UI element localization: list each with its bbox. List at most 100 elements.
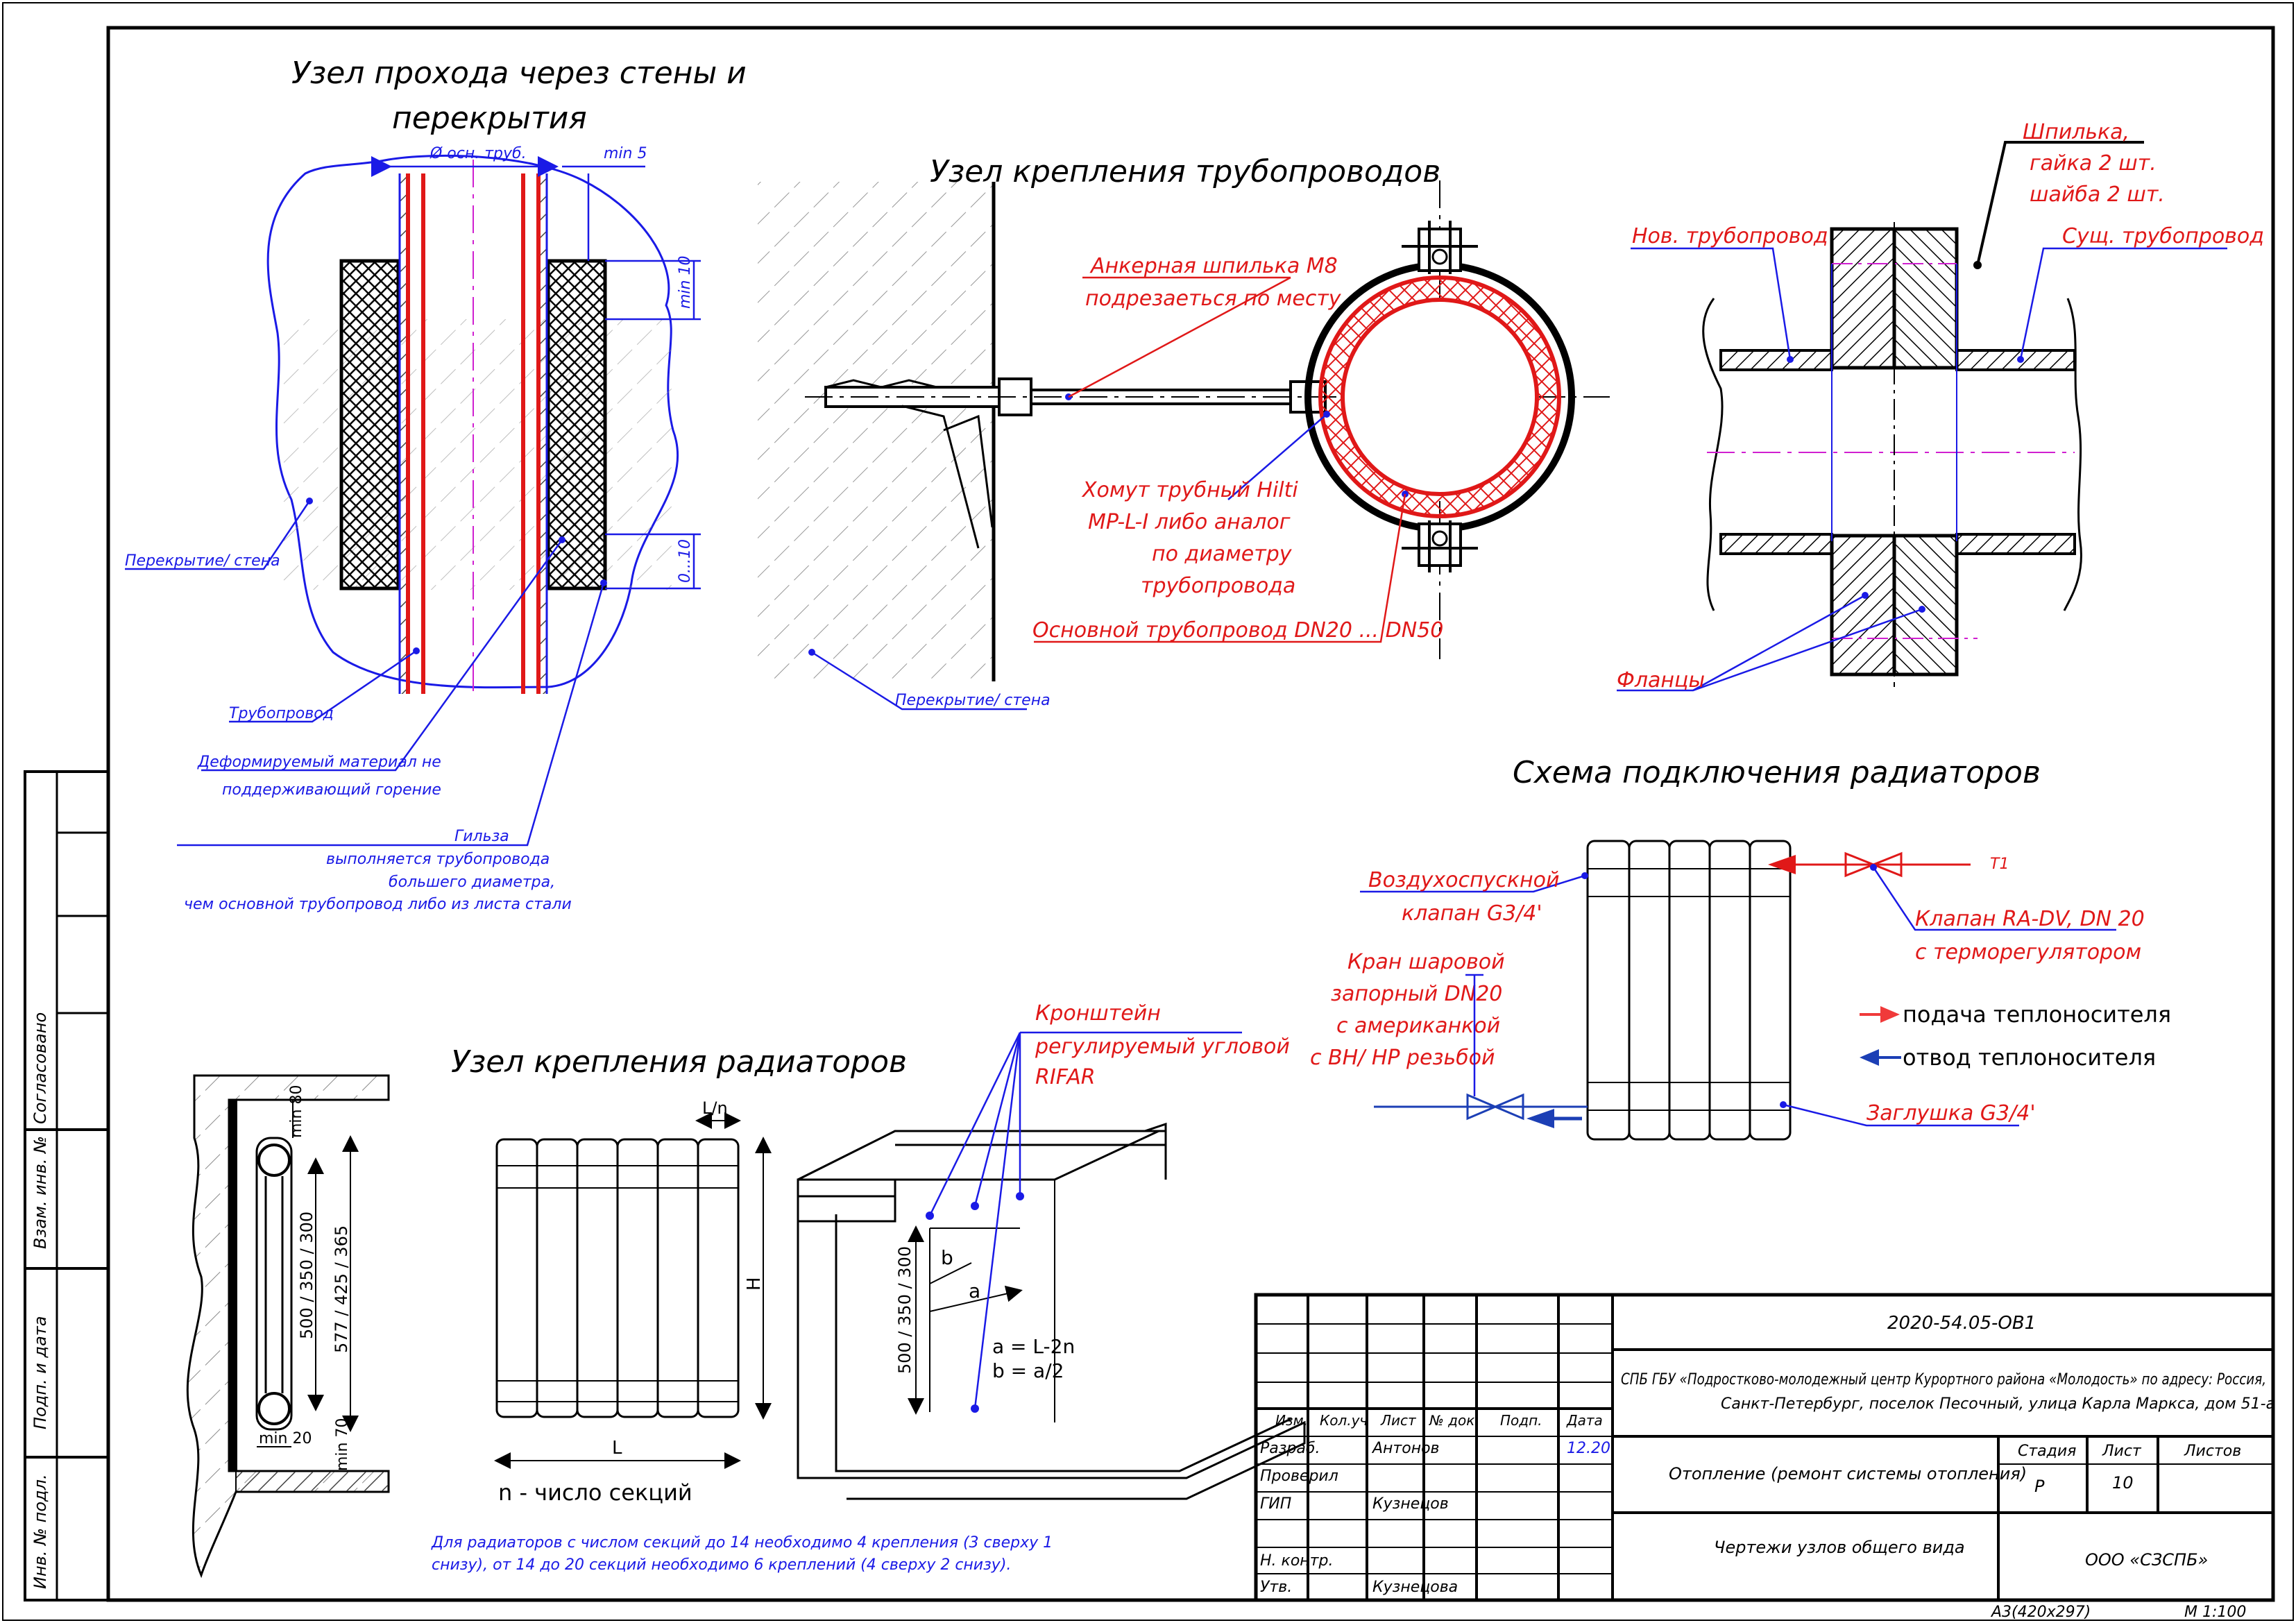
formula-b: b = a/2 <box>992 1359 1064 1382</box>
label-bracket-3: RIFAR <box>1035 1065 1096 1089</box>
flow-legend: подача теплоносителя отвод теплоносителя <box>1860 1001 2171 1071</box>
mount-note-2: снизу), от 14 до 20 секций необходимо 6 … <box>432 1556 1011 1574</box>
bracket-isometric <box>797 1122 1306 1500</box>
label-ball-valve-2: запорный DN20 <box>1331 982 1502 1006</box>
tb-drawing: Чертежи узлов общего вида <box>1714 1538 1965 1557</box>
dim-min10: min 10 <box>677 256 694 309</box>
label-bracket-2: регулируемый угловой <box>1035 1035 1290 1059</box>
tb-format: А3(420х297) <box>1990 1604 2091 1621</box>
tb-col-izm: Изм. <box>1275 1412 1308 1429</box>
tb-section: Отопление (ремонт системы отопления) <box>1669 1464 2027 1484</box>
tb-project-1: СПБ ГБУ «Подростково-молодежный центр Ку… <box>1621 1371 2266 1388</box>
label-ball-valve-1: Кран шаровой <box>1347 950 1505 974</box>
label-clamp-2: MP-L-I либо аналог <box>1088 510 1291 534</box>
tb-sheet: 10 <box>2112 1473 2134 1493</box>
title-block: 2020-54.05-ОВ1 СПБ ГБУ «Подростково-моло… <box>1254 1293 2275 1621</box>
label-main-pipe: Основной трубопровод DN20 ... DN50 <box>1032 618 1443 643</box>
legend-return: отвод теплоносителя <box>1903 1044 2156 1071</box>
label-clamp-1: Хомут трубный Hilti <box>1081 478 1298 502</box>
tb-date-0: 12.20 <box>1567 1440 1610 1457</box>
label-ra-valve-2: с терморегулятором <box>1915 940 2141 965</box>
tb-col-date: Дата <box>1566 1412 1603 1429</box>
tb-role-5: Утв. <box>1260 1579 1292 1596</box>
dim-a: a <box>969 1280 980 1302</box>
title-wall-pass-1: Узел прохода через стены и <box>291 56 747 91</box>
label-wall-pass-slab: Перекрытие/ стена <box>125 552 280 570</box>
label-stud-2: гайка 2 шт. <box>2030 151 2157 176</box>
label-deform-2: поддерживающий горение <box>222 781 441 799</box>
detail-wall-pass: Узел прохода через стены и перекрытия Ø … <box>125 56 747 913</box>
label-bracket-1: Кронштейн <box>1035 1001 1161 1026</box>
dim-b: b <box>941 1246 953 1269</box>
tb-name-5: Кузнецова <box>1372 1579 1458 1596</box>
label-pipe-mount-slab: Перекрытие/ стена <box>895 692 1051 709</box>
tb-role-1: Проверил <box>1260 1468 1338 1485</box>
tb-sheet-head: Лист <box>2102 1443 2142 1460</box>
title-radiator-scheme: Схема подключения радиаторов <box>1513 755 2041 790</box>
dim-heights-3: 500 / 350 / 300 <box>895 1246 915 1374</box>
dim-heights-2: 577 / 425 / 365 <box>332 1225 351 1353</box>
label-new-pipe: Нов. трубопровод <box>1632 224 1828 248</box>
tb-role-2: ГИП <box>1260 1495 1291 1513</box>
front-radiator <box>495 1138 740 1418</box>
tb-col-podp: Подп. <box>1500 1412 1542 1429</box>
side-label-replace: Взам. инв. № <box>31 1136 50 1249</box>
label-air-valve-1: Воздухоспускной <box>1368 868 1559 892</box>
formula-a: a = L-2n <box>992 1335 1075 1358</box>
tb-role-0: Разраб. <box>1260 1440 1320 1457</box>
label-anchor-2: подрезаеться по месту <box>1085 287 1342 311</box>
label-sleeve-2: выполняется трубопровода <box>326 851 550 868</box>
dim-h: H <box>744 1277 765 1291</box>
tb-name-0: Антонов <box>1371 1440 1440 1457</box>
label-ra-valve-1: Клапан RA-DV, DN 20 <box>1915 907 2145 931</box>
dim-l: L <box>612 1438 622 1459</box>
dim-0-10: 0...10 <box>677 539 694 583</box>
tb-stage-head: Стадия <box>2018 1443 2076 1460</box>
dim-min80: min 80 <box>288 1085 305 1138</box>
label-ball-valve-4: с ВН/ НР резьбой <box>1310 1046 1495 1070</box>
tb-company: ООО «СЗСПБ» <box>2085 1550 2208 1570</box>
label-sleeve-4: чем основной трубопровод либо из листа с… <box>184 896 572 913</box>
title-pipe-mount: Узел крепления трубопроводов <box>930 154 1440 189</box>
detail-radiator-scheme: Схема подключения радиаторов Т1 Воздухос <box>1310 755 2171 1141</box>
side-label-sign-date: Подп. и дата <box>31 1316 50 1430</box>
legend-supply: подача теплоносителя <box>1903 1001 2171 1028</box>
label-stud-1: Шпилька, <box>2023 120 2129 144</box>
tb-name-2: Кузнецов <box>1372 1495 1449 1513</box>
dim-diameter: Ø осн. труб. <box>430 145 527 162</box>
detail-flange: Шпилька, гайка 2 шт. шайба 2 шт. Нов. тр… <box>1617 120 2264 692</box>
label-existing-pipe: Сущ. трубопровод <box>2062 224 2264 248</box>
scheme-radiator <box>1586 840 1792 1141</box>
detail-pipe-mount: Узел крепления трубопроводов <box>758 154 1610 711</box>
label-sleeve-3: большего диаметра, <box>389 874 555 891</box>
side-label-inv: Инв. № подл. <box>31 1474 50 1589</box>
tb-col-ndoc: № док. <box>1429 1412 1479 1429</box>
dim-min70: min 70 <box>334 1418 351 1471</box>
label-clamp-3: по диаметру <box>1152 542 1293 566</box>
tb-project-2: Санкт-Петербург, поселок Песочный, улица… <box>1721 1395 2275 1413</box>
label-plug: Заглушка G3/4' <box>1866 1101 2036 1125</box>
tb-sheets-head: Листов <box>2184 1443 2241 1460</box>
dim-ln: L/n <box>702 1098 728 1118</box>
label-deform-1: Деформируемый материал не <box>197 754 441 771</box>
mount-note-1: Для радиаторов с числом секций до 14 нео… <box>431 1534 1053 1552</box>
dim-min20: min 20 <box>259 1430 312 1447</box>
dim-min5: min 5 <box>604 145 647 162</box>
title-wall-pass-2: перекрытия <box>392 101 587 136</box>
tb-col-kol: Кол.уч <box>1320 1412 1368 1429</box>
label-air-valve-2: клапан G3/4' <box>1402 901 1542 926</box>
label-t1: Т1 <box>1990 856 2009 873</box>
dim-heights-1: 500 / 350 / 300 <box>297 1212 316 1339</box>
label-clamp-4: трубопровода <box>1141 574 1295 598</box>
title-radiator-mount: Узел крепления радиаторов <box>451 1044 907 1080</box>
detail-radiator-mount: Узел крепления радиаторов min 80 500 / 3… <box>186 1001 1306 1579</box>
label-anchor-1: Анкерная шпилька М8 <box>1089 254 1338 278</box>
caption-sections: n - число секций <box>498 1479 692 1506</box>
tb-role-4: Н. контр. <box>1260 1552 1333 1570</box>
label-wall-pass-pipe: Трубопровод <box>229 705 334 722</box>
side-stamp: Согласовано Взам. инв. № Подп. и дата Ин… <box>24 770 110 1601</box>
side-label-agreed: Согласовано <box>31 1012 50 1124</box>
tb-code: 2020-54.05-ОВ1 <box>1887 1313 2036 1334</box>
